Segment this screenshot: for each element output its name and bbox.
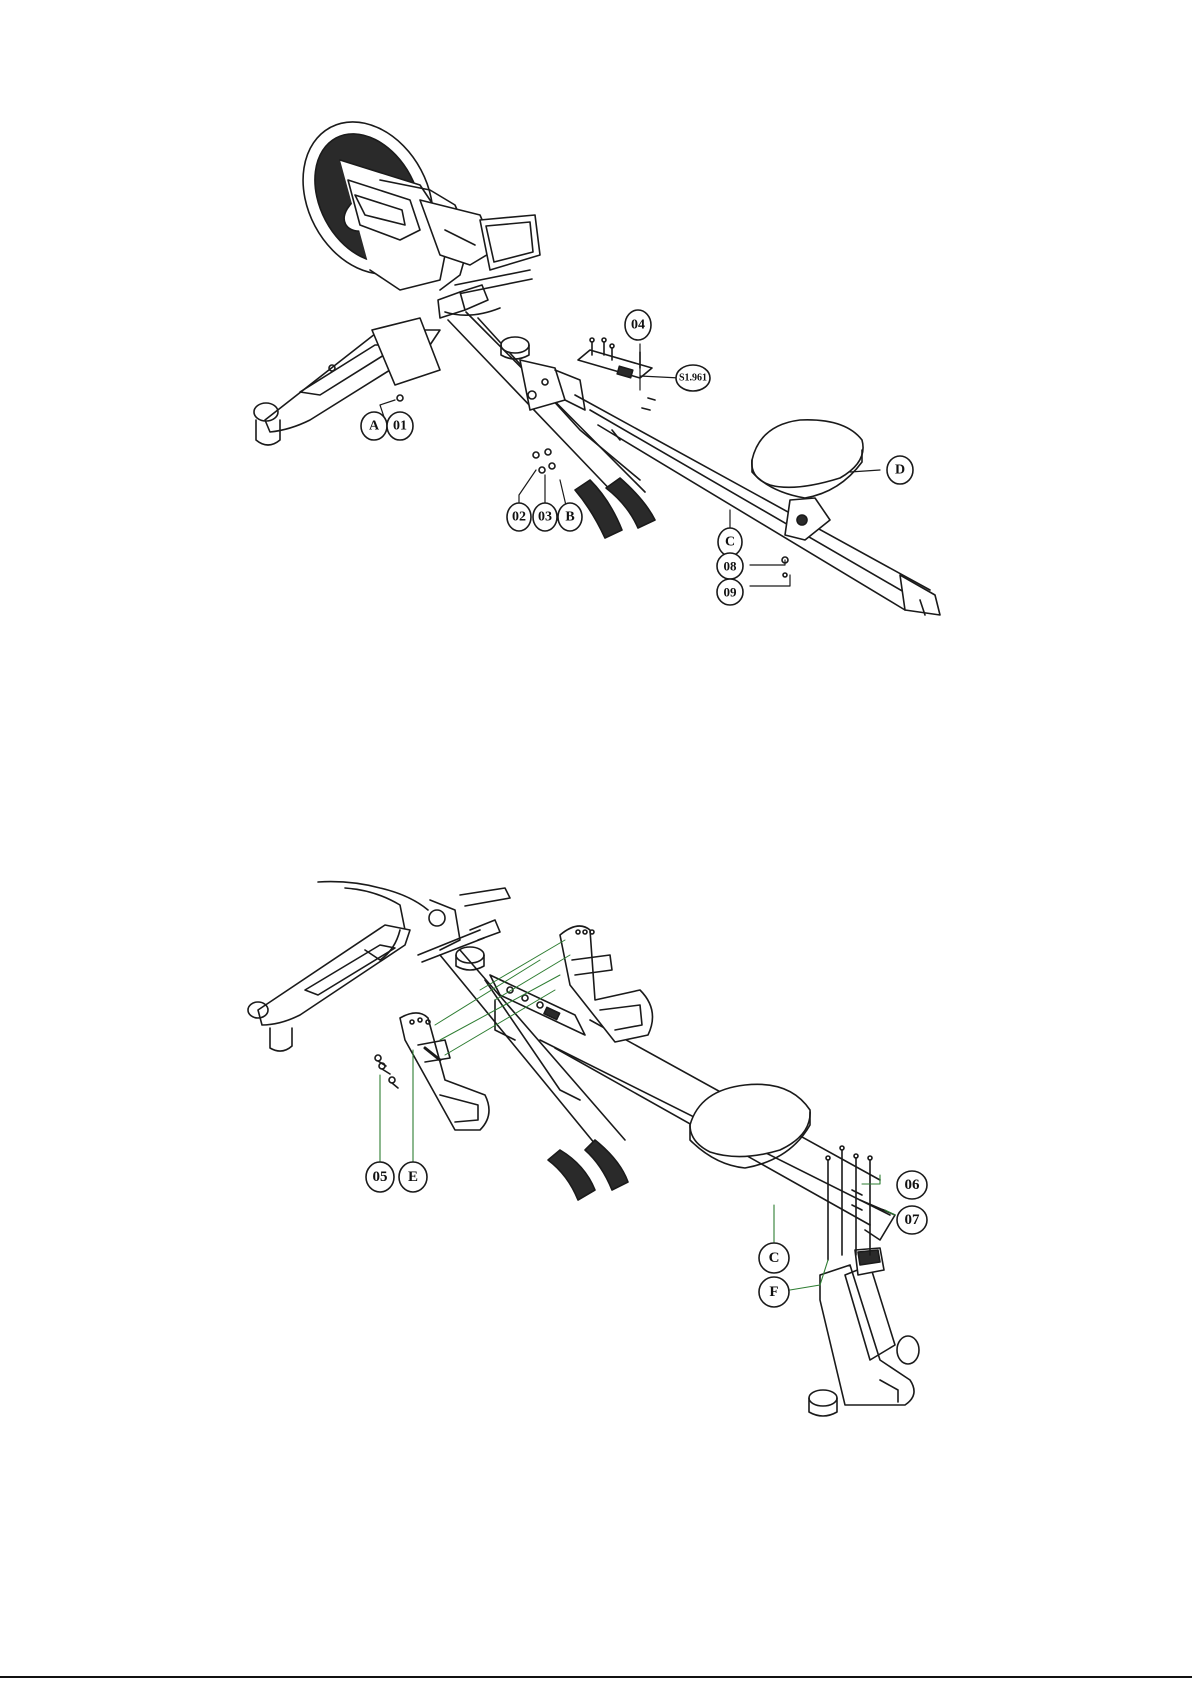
label-s1-961: S1.961 (679, 373, 707, 384)
label-b: B (565, 510, 574, 525)
rear-stabilizer-f (809, 1248, 919, 1416)
label-06: 06 (905, 1177, 921, 1193)
page-bottom-rule (0, 1676, 1192, 1678)
label-03: 03 (538, 510, 552, 525)
label-02: 02 (512, 510, 526, 525)
front-rail-b (448, 312, 655, 538)
label-08: 08 (724, 559, 738, 574)
label-f: F (769, 1284, 778, 1300)
front-rail-2 (440, 950, 628, 1200)
label-d: D (895, 463, 905, 478)
flywheel-housing (277, 99, 470, 297)
label-04: 04 (631, 318, 645, 333)
seat-2 (690, 1084, 810, 1168)
label-c-2: C (769, 1250, 780, 1266)
label-a: A (369, 419, 380, 434)
label-c-1: C (725, 535, 735, 550)
figure-2-footrest-and-rear-stabilizer (248, 882, 927, 1416)
label-07: 07 (905, 1212, 921, 1228)
seat-d (752, 420, 863, 540)
label-05: 05 (373, 1169, 388, 1185)
front-stabilizer (248, 925, 410, 1051)
label-09: 09 (724, 585, 738, 600)
figure-1-rower-exploded-view (254, 99, 940, 615)
label-01: 01 (393, 419, 407, 434)
handle-bar (438, 270, 532, 318)
label-e: E (408, 1169, 418, 1185)
rail-joint-bracket (501, 337, 585, 410)
bracket-plate-04 (578, 350, 652, 378)
